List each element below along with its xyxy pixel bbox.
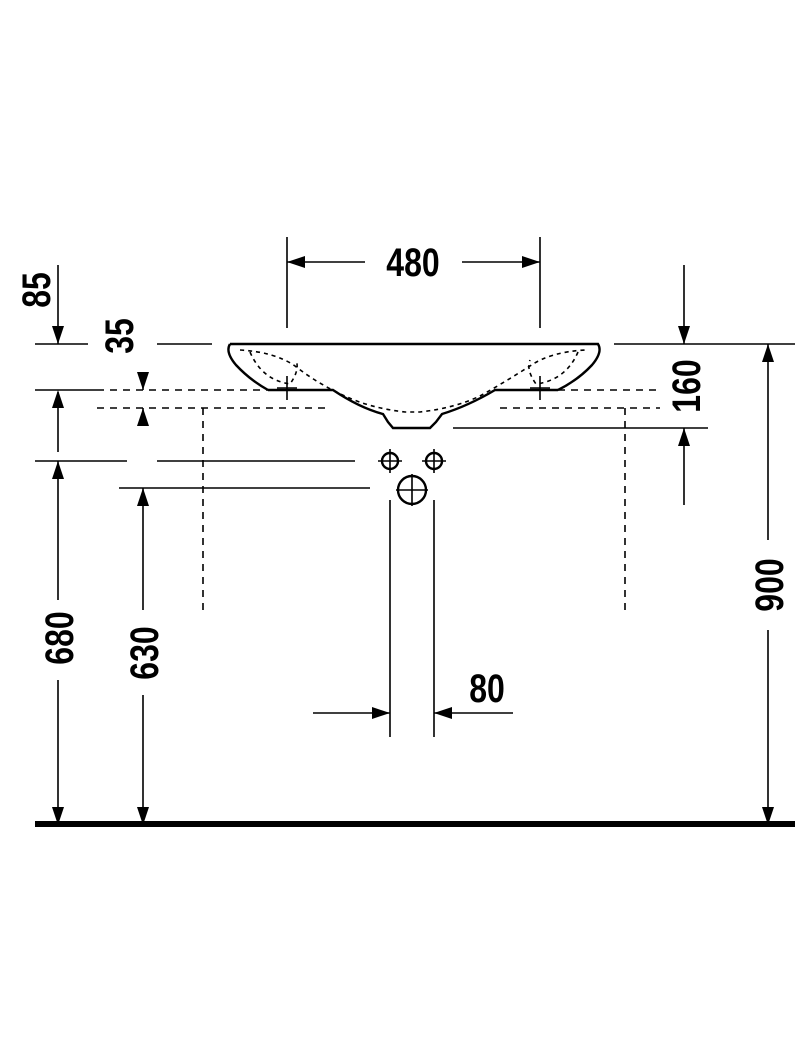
supply-and-drain: [378, 449, 446, 737]
basin-outline: [227, 342, 601, 430]
dim-630: 630: [122, 626, 167, 679]
dim-900: 900: [747, 558, 792, 611]
dim-160: 160: [664, 359, 709, 412]
dim-35: 35: [97, 318, 142, 354]
dimension-lines: [52, 237, 774, 825]
dim-480: 480: [386, 240, 439, 285]
dim-85: 85: [14, 272, 59, 308]
reference-lines: [35, 343, 795, 615]
dim-80: 80: [469, 666, 505, 711]
dim-680: 680: [37, 611, 82, 664]
